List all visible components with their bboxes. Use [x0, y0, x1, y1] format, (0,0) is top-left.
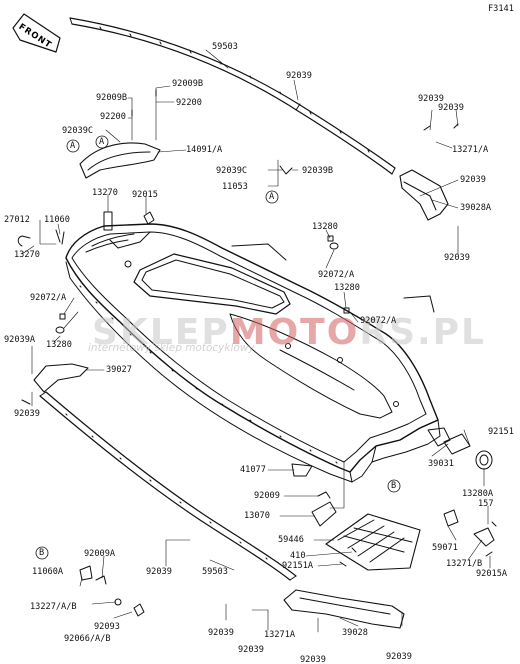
part-label: 92039 — [238, 645, 264, 655]
intake-grate — [325, 513, 421, 571]
part-label: 13270 — [14, 250, 40, 260]
part-label: 92039C — [216, 166, 248, 176]
part-label: 92151 — [488, 427, 514, 437]
part-label: 92072/A — [318, 270, 355, 280]
part-label: 92039 — [14, 409, 40, 419]
part-label: 13271/A — [452, 145, 489, 155]
part-label: 39031 — [428, 459, 454, 469]
part-label: 13280 — [312, 222, 338, 232]
part-label: 92039 — [460, 175, 486, 185]
part-label: 59446 — [278, 535, 304, 545]
part-label: 92066/A/B — [64, 634, 111, 644]
part-label: 92039 — [418, 94, 444, 104]
front-cover-left — [79, 142, 161, 179]
part-label: 92009B — [172, 79, 204, 89]
part-label: 41077 — [240, 465, 266, 475]
watermark-tagline: internetowy sklep motocyklowy — [88, 342, 255, 354]
part-label: 13280 — [334, 283, 360, 293]
part-label: 27012 — [4, 215, 30, 225]
callout-circles — [35, 135, 401, 560]
part-label: 92039A — [4, 335, 36, 345]
hull-body — [65, 223, 451, 483]
leader-lines — [21, 49, 491, 633]
front-arrow-icon — [12, 13, 61, 53]
part-label: 157 — [478, 499, 494, 509]
part-label: 92039 — [444, 253, 470, 263]
part-label: 92015 — [132, 190, 158, 200]
part-label: 92039C — [62, 126, 94, 136]
part-label: 13271/B — [446, 559, 483, 569]
part-label: 13270 — [92, 188, 118, 198]
part-label: 92009A — [84, 549, 116, 559]
part-label: 11060A — [32, 567, 64, 577]
part-label: 92009B — [96, 93, 128, 103]
part-label: 13280 — [46, 340, 72, 350]
part-label: 92200 — [176, 98, 202, 108]
callout-a: A — [70, 141, 76, 151]
small-parts — [17, 89, 497, 617]
part-label: 92039 — [438, 103, 464, 113]
part-label: 39028 — [342, 628, 368, 638]
part-label: 13227/A/B — [30, 602, 77, 612]
watermark-brand: SKLEPMOTORS.PL — [92, 312, 486, 353]
part-label: 92009 — [254, 491, 280, 501]
rear-bumper-left — [33, 363, 89, 393]
part-label: 13280A — [462, 489, 494, 499]
callout-a: A — [269, 192, 275, 202]
part-label: 39027 — [106, 365, 132, 375]
part-label: 92072/A — [30, 293, 67, 303]
rear-bumper-right — [283, 589, 405, 629]
part-label: 92039 — [300, 655, 326, 664]
part-label: 59503 — [212, 42, 238, 52]
part-label: 14091/A — [186, 145, 223, 155]
callout-b: B — [39, 548, 45, 558]
part-label: 92151A — [282, 561, 314, 571]
front-bumper-right — [399, 169, 449, 221]
callout-a: A — [99, 137, 105, 147]
part-label: 11060 — [44, 215, 70, 225]
top-rub-rail — [69, 17, 396, 175]
part-label: 92093 — [94, 622, 120, 632]
part-label: 92039B — [302, 166, 334, 176]
part-label: 92015A — [476, 569, 508, 579]
part-label: 11053 — [222, 182, 248, 192]
part-label: 59071 — [432, 543, 458, 553]
part-label: 13070 — [244, 511, 270, 521]
part-label: 39028A — [460, 203, 492, 213]
part-label: 13271A — [264, 630, 296, 640]
part-label: 92039 — [286, 71, 312, 81]
figure-code: F3141 — [488, 4, 514, 14]
part-label: 92039 — [386, 652, 412, 662]
lower-rub-rail — [39, 391, 297, 581]
part-label: 410 — [290, 551, 306, 561]
part-label: 92039 — [208, 628, 234, 638]
part-label: 92072/A — [360, 316, 397, 326]
part-label: 92039 — [146, 567, 172, 577]
callout-b: B — [391, 481, 397, 491]
part-label: 92200 — [100, 112, 126, 122]
part-label: 59503 — [202, 567, 228, 577]
